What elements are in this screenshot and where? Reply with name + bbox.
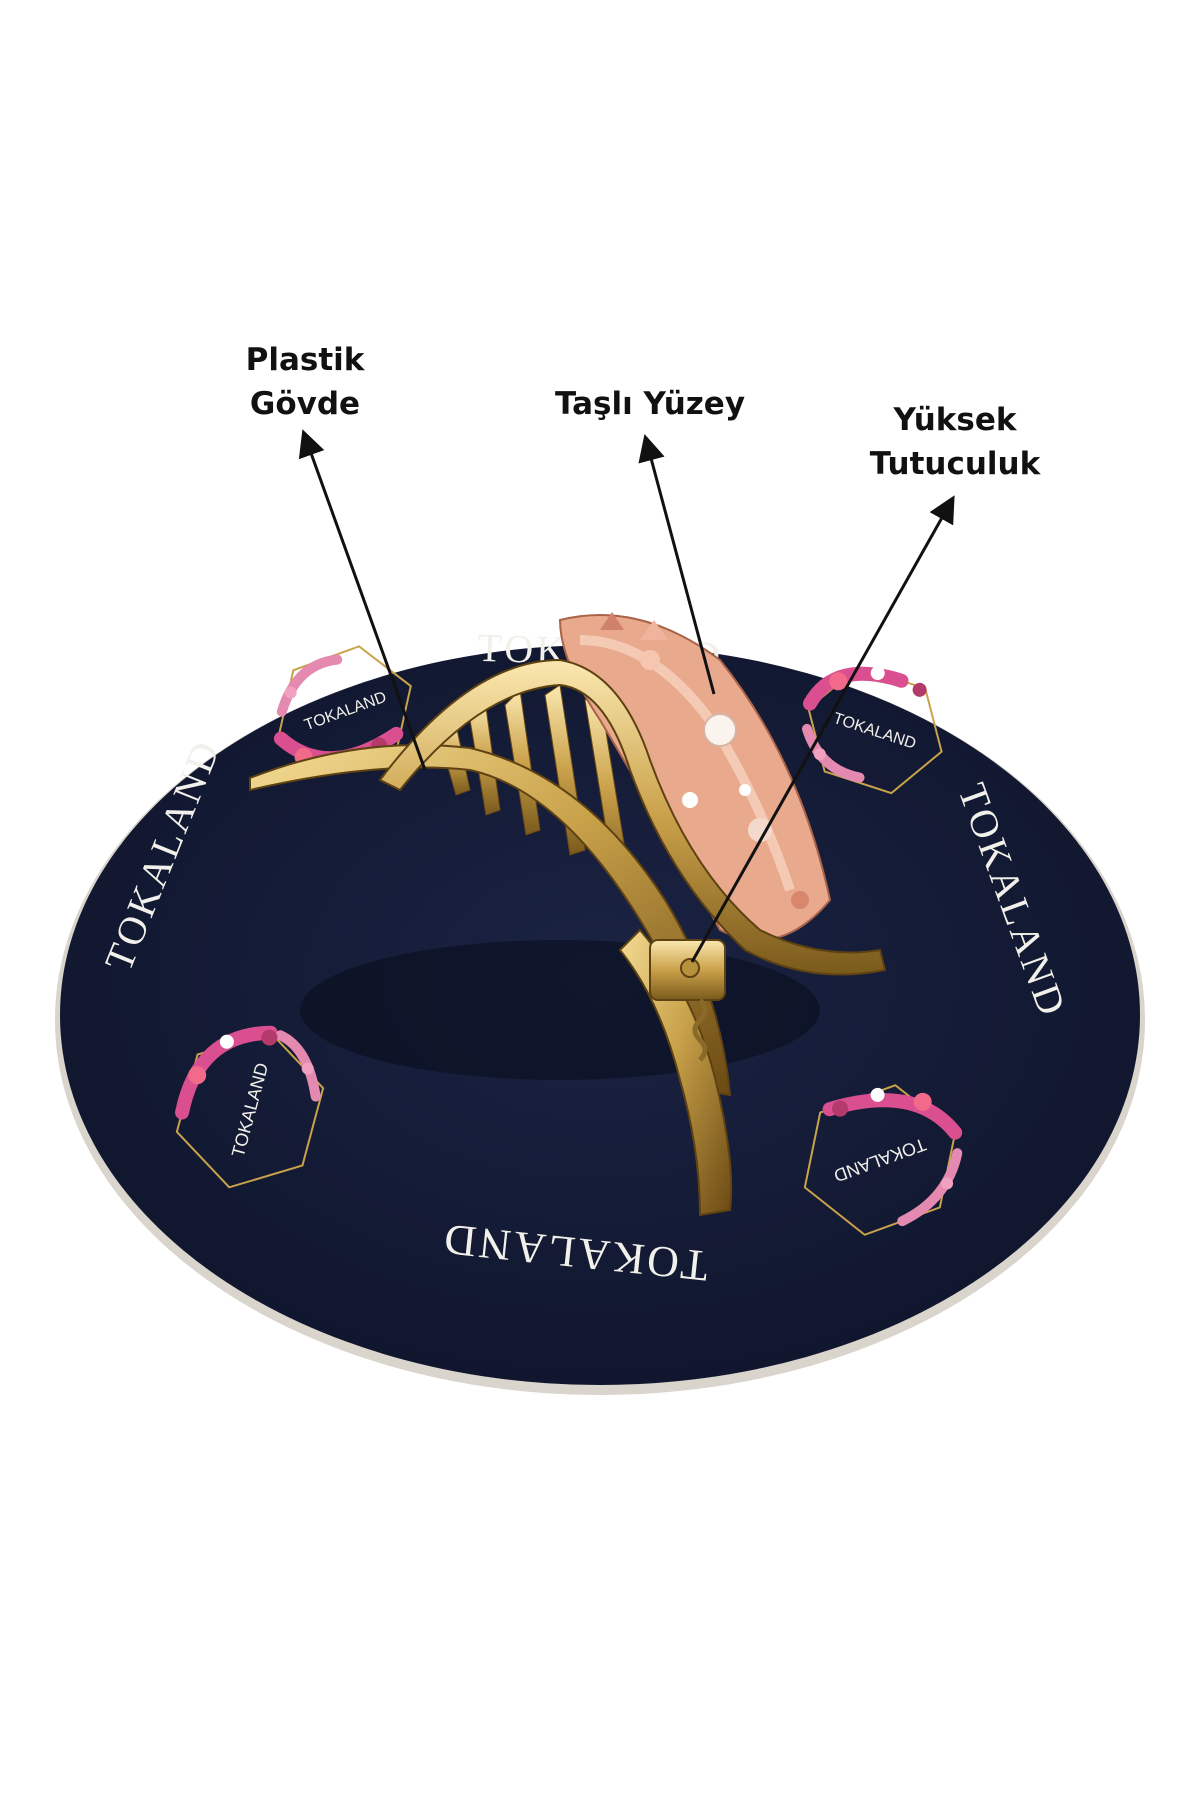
callout-yuksek-line1: Yüksek <box>893 402 1017 438</box>
clip-front-arch <box>249 744 732 1097</box>
callout-yuksek-line2: Tutuculuk <box>869 446 1041 482</box>
hair-claw-clip <box>249 612 887 1217</box>
callout-arrow-plastik <box>298 429 427 771</box>
stone-surface <box>558 612 832 941</box>
clip-hinge <box>649 939 726 1062</box>
callout-arrow-tasli <box>638 433 716 695</box>
callout-plastik-line1: Plastik <box>245 342 365 378</box>
callout-tasli-line1: Taşlı Yüzey <box>554 386 746 422</box>
callout-plastik-line2: Gövde <box>249 386 361 422</box>
callout-plastik-govde: Plastik Gövde <box>200 338 410 426</box>
clip-upper-arch <box>378 658 887 976</box>
callout-tasli-yuzey: Taşlı Yüzey <box>520 382 780 426</box>
callout-yuksek-tutuculuk: Yüksek Tutuculuk <box>840 398 1070 486</box>
callout-arrow-yuksek <box>690 495 955 963</box>
